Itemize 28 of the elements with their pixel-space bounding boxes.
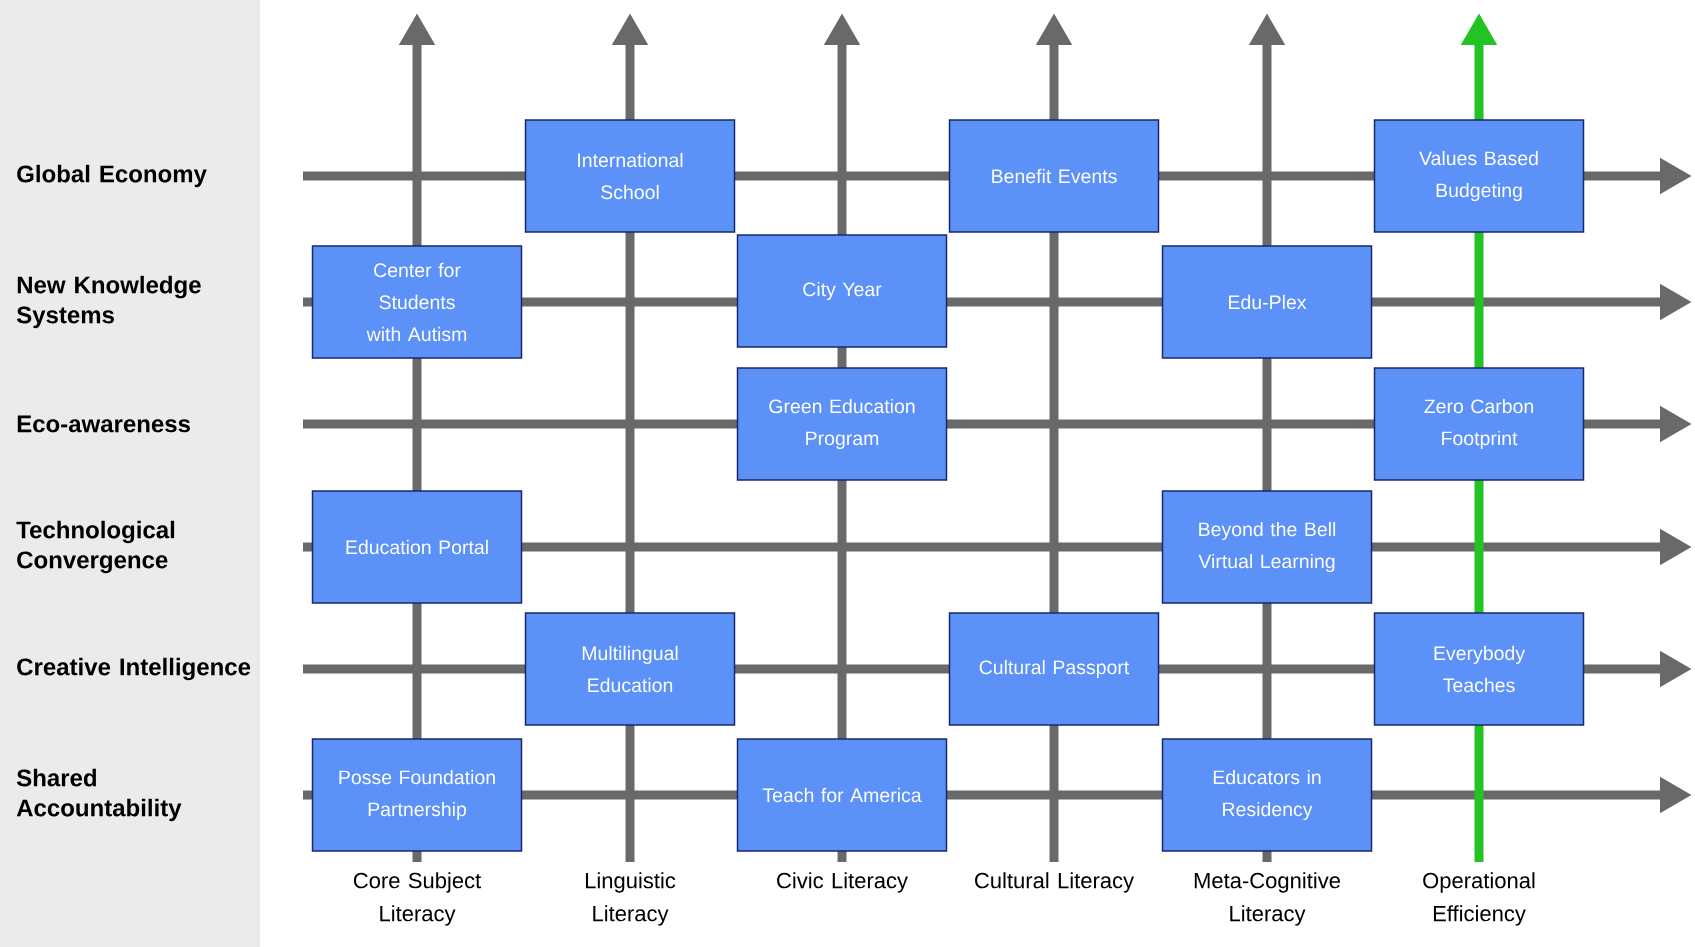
program-box: Educators in Residency — [1161, 738, 1373, 852]
program-box: Multilingual Education — [524, 612, 736, 726]
program-box: Zero Carbon Footprint — [1373, 367, 1585, 481]
program-box: Teach for America — [736, 738, 948, 852]
program-box: Values Based Budgeting — [1373, 119, 1585, 233]
row-label: Shared Accountability — [16, 768, 182, 822]
column-label: Core Subject Literacy — [353, 872, 481, 926]
program-box: Posse Foundation Partnership — [311, 738, 523, 852]
program-box: Edu-Plex — [1161, 245, 1373, 359]
row-label: Technological Convergence — [16, 520, 175, 574]
column-label: Operational Efficiency — [1423, 872, 1535, 926]
column-label: Cultural Literacy — [975, 872, 1134, 893]
row-label: Global Economy — [17, 164, 207, 188]
program-box: Center for Students with Autism — [311, 245, 523, 359]
program-box: Education Portal — [311, 490, 523, 604]
program-box: Everybody Teaches — [1373, 612, 1585, 726]
program-box: Green Education Program — [736, 367, 948, 481]
program-box: Benefit Events — [948, 119, 1160, 233]
program-box: Cultural Passport — [948, 612, 1160, 726]
program-box: Beyond the Bell Virtual Learning — [1161, 490, 1373, 604]
program-box: City Year — [736, 234, 948, 348]
column-label: Linguistic Literacy — [585, 872, 676, 926]
column-label: Civic Literacy — [777, 872, 908, 893]
program-box: International School — [524, 119, 736, 233]
row-label: Eco-awareness — [17, 415, 190, 433]
row-label: New Knowledge Systems — [16, 275, 201, 329]
row-label: Creative Intelligence — [17, 657, 251, 681]
column-label: Meta-Cognitive Literacy — [1194, 872, 1340, 926]
